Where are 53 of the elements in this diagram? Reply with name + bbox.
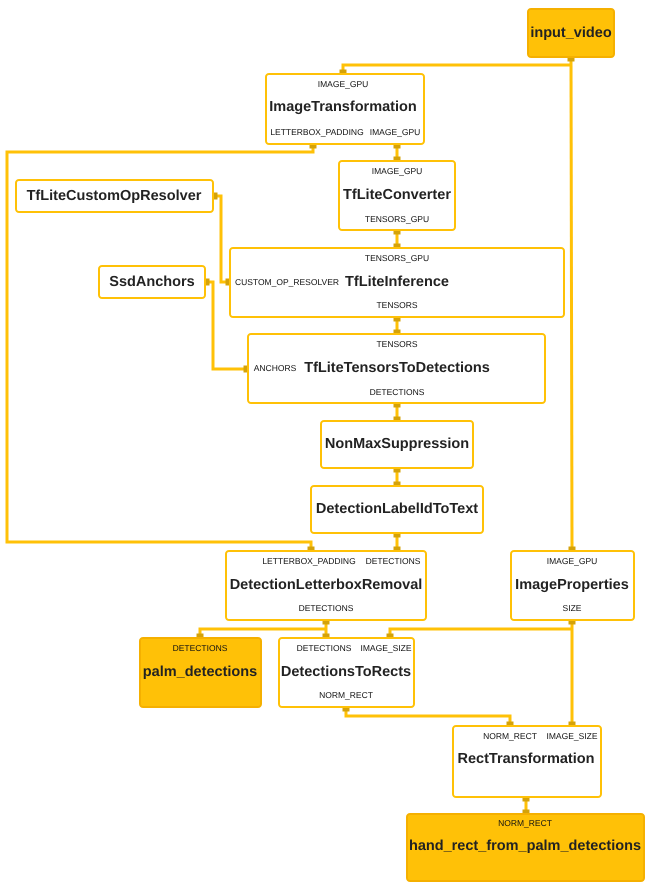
node-title: SsdAnchors	[109, 274, 195, 290]
port-label: ANCHORS	[254, 364, 296, 372]
port-label: DETECTIONS	[366, 556, 420, 566]
calculator-box	[265, 73, 425, 145]
calculator-box	[98, 265, 206, 299]
node-title: NonMaxSuppression	[324, 436, 470, 452]
port-label: IMAGE_GPU	[370, 128, 420, 136]
node-title: DetectionLetterboxRemoval	[230, 578, 422, 592]
calculator-box	[510, 550, 635, 621]
stream-box	[406, 813, 645, 882]
port-label: NORM_RECT	[483, 732, 537, 740]
node-title: ImageTransformation	[269, 100, 417, 114]
node-title: TfLiteCustomOpResolver	[26, 188, 202, 204]
port-label: IMAGE_GPU	[372, 166, 422, 176]
port-label: IMAGE_GPU	[546, 556, 598, 566]
port-label: DETECTIONS	[370, 388, 424, 396]
calculator-box	[247, 333, 546, 404]
node-title: TfLiteTensorsToDetections	[304, 360, 490, 376]
node-title: TfLiteInference	[345, 274, 449, 290]
port-label: IMAGE_SIZE	[546, 732, 598, 740]
port-label: CUSTOM_OP_RESOLVER	[234, 278, 340, 286]
port-label: DETECTIONS	[298, 604, 354, 612]
node-title: hand_rect_from_palm_detections	[408, 838, 642, 854]
port-label: LETTERBOX_PADDING	[270, 128, 364, 136]
port-label: TENSORS_GPU	[364, 254, 430, 262]
calculator-box	[15, 179, 214, 213]
stream-box	[527, 8, 615, 58]
calculator-box	[320, 420, 474, 469]
port-label: SIZE	[562, 604, 582, 612]
node-title: palm_detections	[142, 664, 258, 680]
calculator-box	[310, 485, 484, 534]
port-label: TENSORS_GPU	[364, 214, 430, 224]
port-label: TENSORS	[376, 300, 418, 310]
calculator-box	[338, 160, 456, 231]
calculator-box	[225, 550, 427, 621]
calculator-box	[452, 725, 602, 798]
node-title: DetectionsToRects	[280, 664, 412, 680]
node-title: TfLiteConverter	[343, 188, 451, 202]
port-label: IMAGE_SIZE	[360, 644, 412, 652]
port-label: NORM_RECT	[498, 818, 552, 828]
port-label: NORM_RECT	[319, 690, 373, 700]
port-label: DETECTIONS	[172, 644, 228, 652]
port-label: IMAGE_GPU	[318, 80, 368, 88]
calculator-box	[278, 637, 415, 708]
node-title: DetectionLabelIdToText	[316, 502, 478, 516]
node-title: ImageProperties	[515, 578, 629, 592]
node-title: RectTransformation	[458, 752, 594, 766]
port-label: DETECTIONS	[296, 644, 352, 652]
stream-box	[139, 637, 262, 708]
calculator-box	[229, 247, 565, 318]
port-label: LETTERBOX_PADDING	[262, 556, 356, 566]
node-title: input_video	[530, 26, 612, 40]
port-label: TENSORS	[376, 340, 418, 348]
